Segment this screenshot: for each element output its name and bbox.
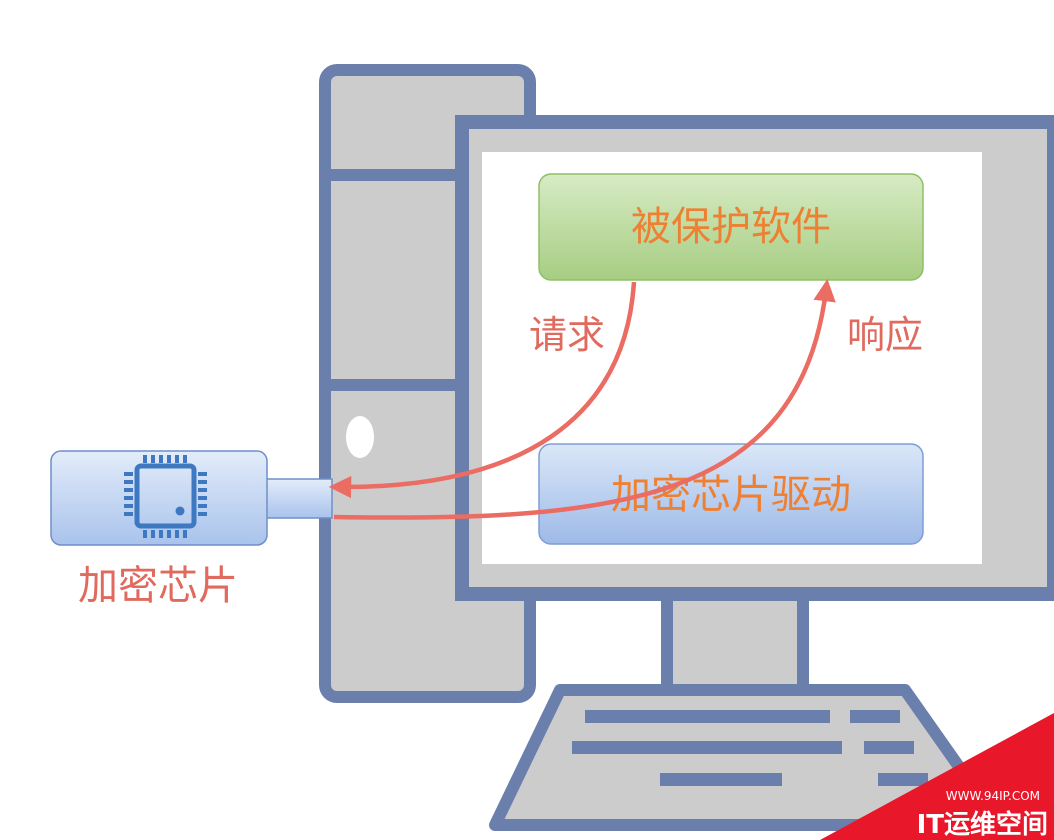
keyboard-key-row xyxy=(660,773,782,786)
driver-box: 加密芯片驱动 xyxy=(538,443,924,545)
keyboard xyxy=(489,684,1006,831)
response-arrow xyxy=(333,278,836,520)
watermark: WWW.94IP.COM IT运维空间 xyxy=(820,713,1054,840)
keyboard-key xyxy=(878,773,928,786)
watermark-url: WWW.94IP.COM xyxy=(946,789,1040,803)
keyboard-key-row xyxy=(585,710,830,723)
chip-dongle xyxy=(50,450,268,546)
request-label: 请求 xyxy=(529,313,605,357)
request-arrow xyxy=(328,281,637,499)
power-button xyxy=(346,416,374,458)
keyboard-key xyxy=(850,710,900,723)
usb-connector xyxy=(265,478,333,519)
keyboard-key xyxy=(864,741,914,754)
response-label: 响应 xyxy=(847,313,923,357)
chip-label: 加密芯片 xyxy=(78,563,238,609)
software-box: 被保护软件 xyxy=(538,173,924,281)
watermark-name: IT运维空间 xyxy=(917,809,1048,840)
monitor-stand xyxy=(661,588,809,696)
chip-icon xyxy=(124,455,207,538)
keyboard-key-row xyxy=(572,741,842,754)
software-box-label: 被保护软件 xyxy=(631,204,831,250)
